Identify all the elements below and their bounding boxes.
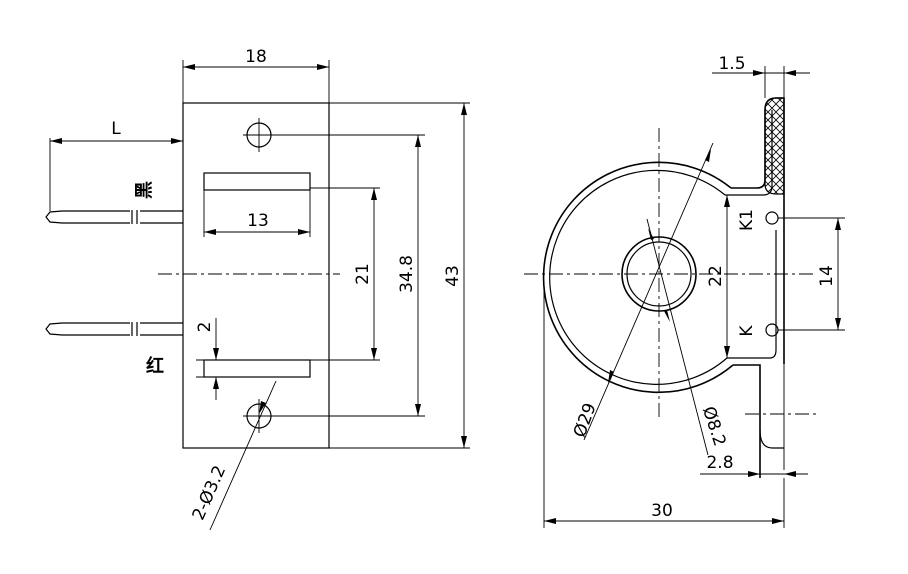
terminal-k-label: K	[737, 325, 757, 337]
window-bottom	[203, 359, 311, 378]
dim-inner-span-label: 22	[706, 265, 726, 287]
inner-bore	[621, 236, 697, 312]
side-view: K1 K 1.5 22 14	[524, 54, 845, 528]
lead-wire-red	[45, 322, 183, 336]
dim-window-height-label: 2	[195, 322, 215, 333]
dim-outer-dia-label: Ø29	[570, 400, 601, 440]
dim-terminal-pitch-label: 14	[817, 265, 837, 287]
dim-lead-label: L	[111, 119, 121, 139]
dim-inner-dia-label: Ø8.2	[698, 404, 730, 449]
dim-height: 43	[443, 103, 467, 448]
front-body-outline	[182, 102, 330, 449]
dim-inner-span: 22	[706, 195, 730, 358]
window-top	[203, 172, 311, 191]
dim-window-height: 2	[195, 318, 222, 400]
outer-ring	[542, 161, 734, 394]
flange-hatch	[764, 97, 785, 195]
dim-window-width-label: 13	[247, 211, 269, 231]
dim-hole-pitch: 34.8	[397, 135, 421, 416]
dim-total-width: 30	[543, 282, 785, 528]
dim-flange: 1.5	[712, 54, 810, 98]
dim-offset-label: 2.8	[706, 453, 733, 473]
terminal-k1-label: K1	[737, 209, 757, 231]
dim-offset: 2.8	[700, 453, 808, 477]
terminal-k1	[765, 211, 779, 225]
dim-lead-length: L	[49, 103, 184, 211]
dim-height-label: 43	[443, 265, 463, 287]
dim-holes-leader: 2-Ø3.2	[189, 380, 277, 531]
dim-holes-label: 2-Ø3.2	[189, 463, 231, 524]
dim-width-label: 18	[245, 47, 267, 67]
dim-window-width: 13	[203, 190, 311, 237]
mounting-hole-bottom	[243, 399, 275, 433]
lead-wire-black	[45, 210, 183, 224]
front-view: 18 L 13 21	[45, 47, 470, 531]
dim-width: 18	[182, 47, 330, 103]
dim-total-width-label: 30	[651, 501, 673, 521]
dim-window-gap: 21	[353, 188, 377, 360]
wire-black-label: 黑	[134, 181, 155, 199]
dim-hole-pitch-label: 34.8	[397, 255, 417, 293]
wire-red-label: 红	[146, 355, 164, 377]
dim-window-gap-label: 21	[353, 263, 373, 285]
dim-terminal-pitch: 14	[778, 217, 845, 331]
dim-flange-label: 1.5	[718, 54, 745, 74]
mounting-hole-top	[243, 118, 275, 152]
